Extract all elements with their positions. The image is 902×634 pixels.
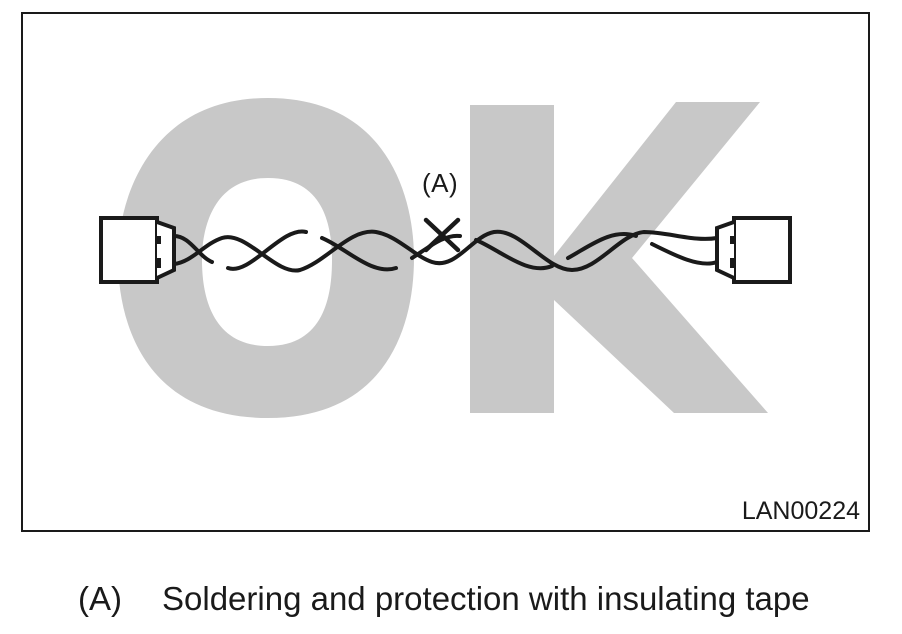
legend-key: (A) bbox=[78, 580, 122, 617]
callout-label-a: (A) bbox=[422, 168, 459, 198]
cross-mark-icon bbox=[423, 217, 461, 253]
ok-watermark bbox=[118, 98, 768, 418]
left-connector bbox=[99, 216, 176, 284]
figure-code: LAN00224 bbox=[741, 497, 860, 525]
wire-two bbox=[172, 229, 719, 273]
watermark-letter-k bbox=[470, 102, 768, 413]
legend-text: Soldering and protection with insulating… bbox=[162, 580, 810, 617]
watermark-letter-o bbox=[118, 98, 414, 418]
legend-item: (A) Soldering and protection with insulat… bbox=[78, 580, 810, 618]
right-connector bbox=[715, 216, 792, 284]
